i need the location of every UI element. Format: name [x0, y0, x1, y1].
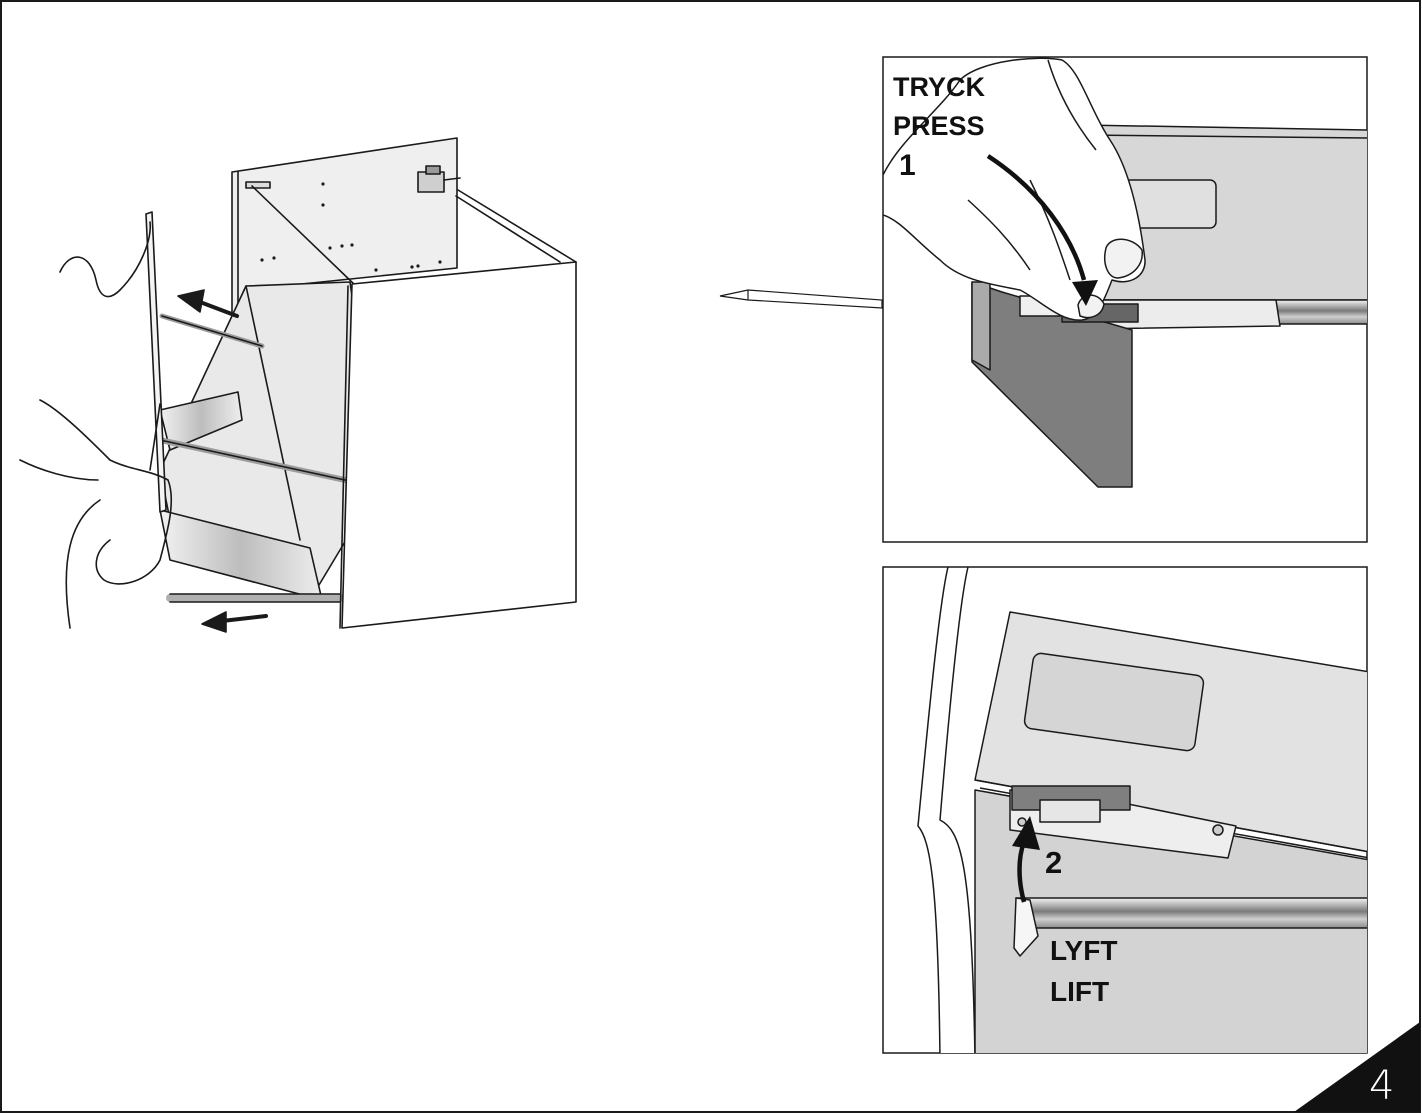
- detail-connector: [719, 289, 883, 309]
- pull-arrow-bottom: [201, 611, 268, 633]
- label-press: PRESS: [893, 111, 985, 141]
- page-step-number: 4: [1369, 1063, 1395, 1109]
- cabinet-illustration: [19, 137, 577, 633]
- page-number-badge: [1294, 1022, 1420, 1112]
- label-lyft: LYFT: [1050, 935, 1118, 966]
- hinge-icon: [417, 165, 461, 193]
- hand-pressing: [883, 57, 1146, 321]
- label-lift: LIFT: [1050, 976, 1110, 1007]
- detail-panel-lift: [882, 566, 1368, 1054]
- step-marker-2: 2: [1045, 845, 1063, 880]
- label-tryck: TRYCK: [893, 72, 985, 102]
- lift-arrow: [1012, 816, 1040, 903]
- press-arrow: [986, 154, 1098, 306]
- screw-holes: [260, 182, 442, 272]
- step-marker-1: 1: [899, 149, 916, 182]
- detail-panel-press: [882, 56, 1368, 543]
- hand-outline: [19, 221, 173, 629]
- cabinet-front-door: [341, 261, 577, 629]
- pull-arrow-top: [177, 289, 239, 318]
